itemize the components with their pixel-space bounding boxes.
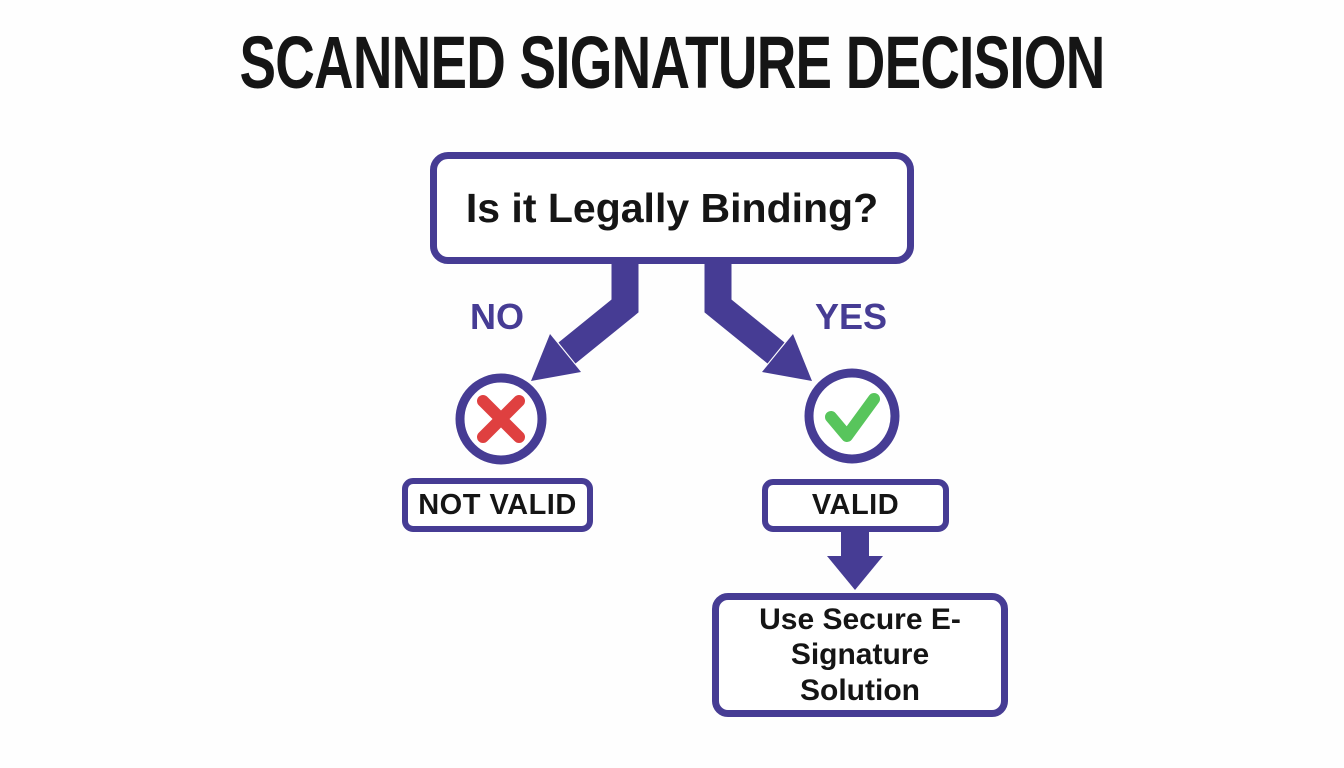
valid-label: VALID bbox=[811, 489, 900, 521]
question-text: Is it Legally Binding? bbox=[465, 184, 879, 231]
check-circle-icon bbox=[804, 368, 900, 464]
arrow-valid-to-action bbox=[827, 525, 883, 590]
not-valid-box: NOT VALID bbox=[402, 478, 593, 532]
action-label: Use Secure E-Signature Solution bbox=[759, 602, 961, 707]
branch-label-yes: YES bbox=[815, 296, 888, 337]
question-box: Is it Legally Binding? bbox=[430, 152, 914, 264]
action-box: Use Secure E-Signature Solution bbox=[712, 593, 1008, 717]
valid-box: VALID bbox=[762, 479, 949, 532]
cross-circle-icon bbox=[455, 373, 547, 465]
not-valid-label: NOT VALID bbox=[418, 488, 577, 521]
arrow-no bbox=[531, 254, 639, 381]
arrow-yes bbox=[704, 254, 812, 381]
page-title: SCANNED SIGNATURE DECISION bbox=[239, 21, 1105, 104]
branch-label-no: NO bbox=[470, 296, 524, 337]
